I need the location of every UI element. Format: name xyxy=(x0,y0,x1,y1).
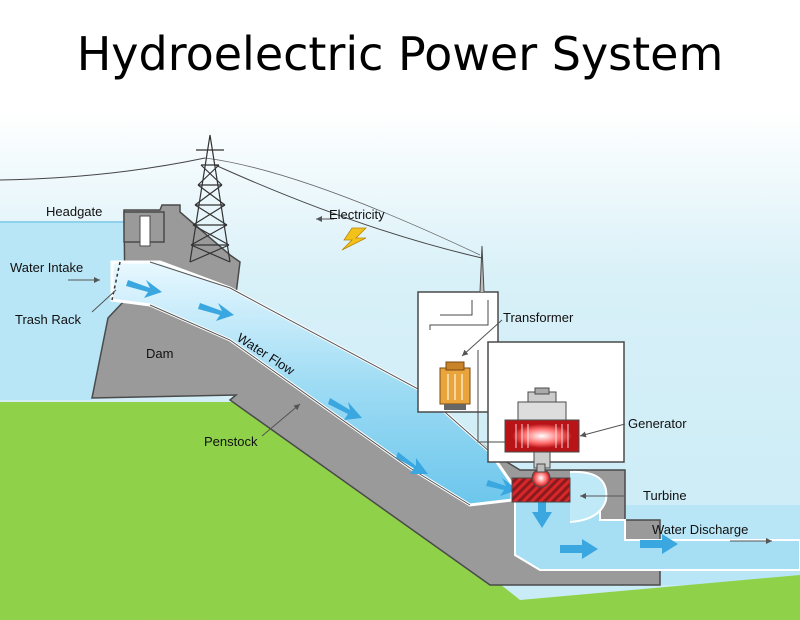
flow-arrow xyxy=(532,500,552,528)
power-line-top xyxy=(204,157,481,256)
leader-transformer xyxy=(461,319,503,357)
grass-hill-left xyxy=(0,402,500,620)
label-water-discharge: Water Discharge xyxy=(652,522,748,537)
transformer-cable xyxy=(429,300,489,330)
label-water-intake: Water Intake xyxy=(10,260,83,275)
leader-generator xyxy=(579,423,626,438)
generator-cable xyxy=(477,350,505,443)
flow-arrow xyxy=(328,398,362,420)
turbine-unit xyxy=(511,463,571,503)
page-title: Hydroelectric Power System xyxy=(77,27,724,81)
label-transformer: Transformer xyxy=(503,310,574,325)
lightning-bolt-icon xyxy=(341,227,367,251)
flow-arrow xyxy=(640,534,678,554)
label-turbine: Turbine xyxy=(643,488,687,503)
flow-arrow xyxy=(560,539,598,559)
reservoir-water xyxy=(0,222,140,400)
label-dam: Dam xyxy=(146,346,173,361)
leader-penstock xyxy=(261,403,301,437)
transformer-unit xyxy=(439,361,471,410)
headgate-gate xyxy=(139,215,151,247)
trash-rack xyxy=(111,261,121,301)
label-generator: Generator xyxy=(628,416,687,431)
generator-unit xyxy=(504,387,580,469)
leader-trash-rack xyxy=(91,289,117,313)
penstock-outline-top xyxy=(149,261,491,453)
label-penstock: Penstock xyxy=(204,434,258,449)
label-headgate: Headgate xyxy=(46,204,102,219)
flow-arrow xyxy=(396,452,428,474)
flow-arrow xyxy=(126,280,162,298)
label-electricity: Electricity xyxy=(329,207,385,222)
transformer-antenna xyxy=(479,245,485,293)
flow-arrow xyxy=(486,478,518,496)
penstock-outline-bottom xyxy=(149,304,471,506)
flow-arrows xyxy=(126,280,678,559)
flow-arrow xyxy=(198,303,234,321)
label-trash-rack: Trash Rack xyxy=(15,312,81,327)
draft-tube-curve xyxy=(569,470,608,523)
transmission-tower xyxy=(189,134,231,263)
power-line-left xyxy=(0,157,206,181)
power-line-right xyxy=(214,164,483,259)
